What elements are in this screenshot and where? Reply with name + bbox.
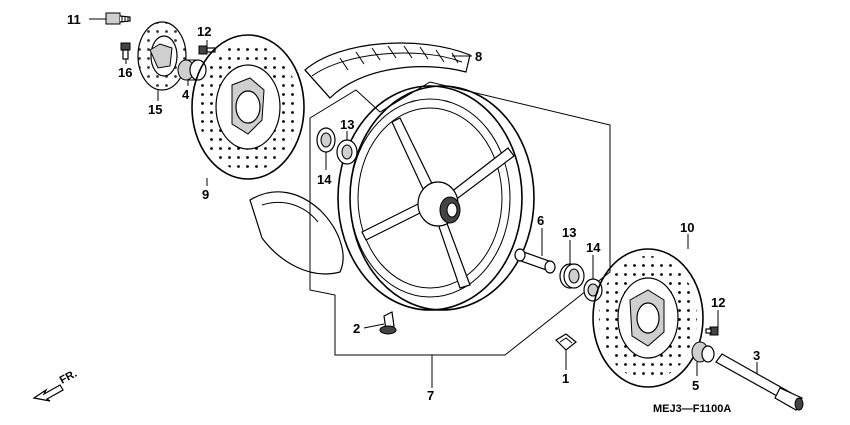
wheel-part-7 <box>337 85 535 311</box>
label-8: 8 <box>475 49 482 64</box>
label-9: 9 <box>202 187 209 202</box>
bolt-part-12-lower <box>705 326 719 336</box>
label-6: 6 <box>537 213 544 228</box>
label-11: 11 <box>67 12 81 27</box>
tire-part-8 <box>304 42 471 99</box>
part-labels: 11 16 15 12 4 9 8 13 14 6 13 14 10 12 3 … <box>67 12 760 403</box>
direction-label: FR. <box>58 368 79 387</box>
label-12-lower: 12 <box>711 295 725 310</box>
brake-disc-part-9 <box>191 34 305 180</box>
label-5: 5 <box>692 378 699 393</box>
label-7: 7 <box>427 388 434 403</box>
label-1: 1 <box>562 371 569 386</box>
bolt-part-11 <box>105 12 131 25</box>
front-direction-indicator: FR. <box>32 368 79 402</box>
valve-part-2 <box>379 311 397 335</box>
label-10: 10 <box>680 220 694 235</box>
fender-part <box>249 191 344 275</box>
bolt-part-16 <box>120 42 131 60</box>
label-3: 3 <box>753 348 760 363</box>
collar-part-5 <box>691 341 715 363</box>
spacer-part-6 <box>514 248 556 274</box>
label-14-upper: 14 <box>317 172 332 187</box>
axle-part-3 <box>715 353 804 411</box>
seal-part-13-lower <box>559 263 585 289</box>
leader-lines <box>89 18 758 388</box>
label-2: 2 <box>353 321 360 336</box>
collar-part-4 <box>177 59 207 81</box>
label-16: 16 <box>118 65 132 80</box>
pulser-ring-part-15 <box>137 21 187 91</box>
bearing-part-14-upper <box>316 127 336 153</box>
label-12-upper: 12 <box>197 24 211 39</box>
brake-disc-part-10 <box>592 248 704 388</box>
arrow-icon <box>32 384 64 402</box>
diagram-code: MEJ3—F1100A <box>653 403 731 415</box>
bearing-part-14-lower <box>583 278 603 302</box>
label-13-upper: 13 <box>340 117 354 132</box>
seal-part-13-upper <box>336 139 358 165</box>
label-4: 4 <box>182 87 190 102</box>
clip-part-1 <box>555 333 577 351</box>
label-15: 15 <box>148 102 162 117</box>
label-14-lower: 14 <box>586 240 601 255</box>
wheel-assembly-box <box>309 81 611 356</box>
label-13-lower: 13 <box>562 225 576 240</box>
